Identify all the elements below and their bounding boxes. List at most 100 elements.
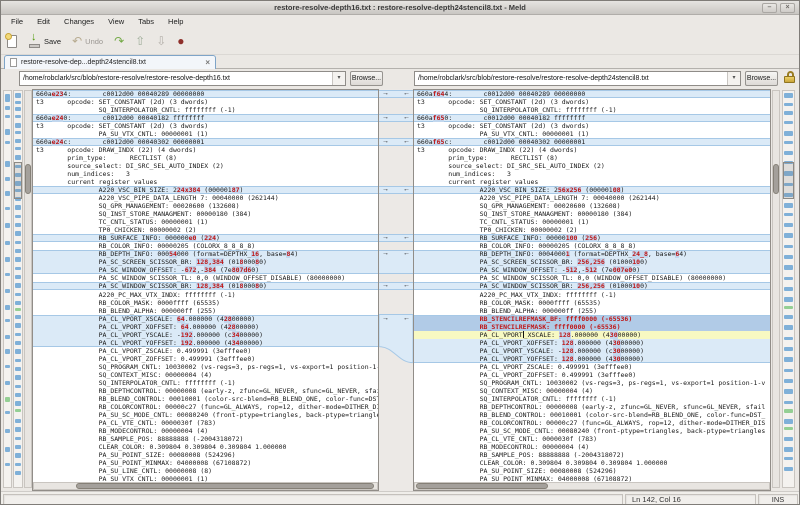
title-bar[interactable]: restore-resolve-depth16.txt : restore-re… xyxy=(1,1,799,15)
change-mark xyxy=(15,419,21,423)
diff-line: PA_SC_WINDOW_SCISSOR_TL: 0,0 (WINDOW_OFF… xyxy=(36,274,346,283)
push-right-arrow[interactable]: → xyxy=(382,186,389,194)
right-file-path-input[interactable]: /home/robclark/src/blob/restore-resolve/… xyxy=(414,71,741,86)
chevron-down-icon[interactable]: ▾ xyxy=(332,72,345,85)
push-right-arrow[interactable]: → xyxy=(382,250,389,258)
save-label: Save xyxy=(44,36,62,46)
push-left-arrow[interactable]: ← xyxy=(403,138,410,146)
right-vertical-scrollbar[interactable] xyxy=(772,90,780,488)
change-mark xyxy=(5,94,10,102)
save-button[interactable]: ↓Save xyxy=(28,30,61,52)
diff-line: 660af65c: c0012d00 00040302 00000001 xyxy=(414,138,770,147)
change-mark xyxy=(15,453,21,458)
diff-line: source_select: DI_SRC_SEL_AUTO_INDEX (2) xyxy=(417,162,605,171)
change-mark xyxy=(784,111,793,115)
insert-mark xyxy=(15,409,21,412)
insert-mark xyxy=(784,409,793,413)
push-left-arrow[interactable]: ← xyxy=(403,186,410,194)
undo-button[interactable]: ↶Undo xyxy=(72,30,103,52)
viewport-indicator[interactable] xyxy=(14,162,22,199)
change-mark xyxy=(15,375,21,380)
right-hscroll-thumb[interactable] xyxy=(416,483,548,489)
diff-line: RB_COLOR_MASK: 0000ffff (65535) xyxy=(36,298,220,307)
change-mark xyxy=(5,241,10,245)
left-browse-button[interactable]: Browse... xyxy=(350,71,383,86)
diff-line: t3 opcode: SET_CONSTANT (2d) (3 dwords) xyxy=(36,122,209,131)
push-left-arrow[interactable]: ← xyxy=(403,234,410,242)
left-horizontal-scrollbar[interactable] xyxy=(33,482,378,490)
change-mark xyxy=(5,177,10,181)
diff-line: SQ_PROGRAM_CNTL: 10030002 (vs-regs=3, ps… xyxy=(36,362,378,371)
chevron-down-icon[interactable]: ▾ xyxy=(727,72,740,85)
prev-change-button[interactable]: ⇧ xyxy=(135,30,145,52)
change-mark xyxy=(15,427,21,432)
left-vscroll-thumb[interactable] xyxy=(25,164,31,194)
left-diff-map[interactable] xyxy=(13,90,23,488)
arrow-up-icon: ⇧ xyxy=(135,34,146,48)
viewport-indicator[interactable] xyxy=(783,162,794,199)
change-mark xyxy=(15,315,21,319)
new-button[interactable] xyxy=(5,30,17,52)
push-right-arrow[interactable]: → xyxy=(382,314,389,322)
push-left-arrow[interactable]: ← xyxy=(403,250,410,258)
left-file-path-input[interactable]: /home/robclark/src/blob/restore-resolve/… xyxy=(19,71,346,86)
undo-label: Undo xyxy=(85,36,104,46)
change-mark xyxy=(784,277,793,280)
tab-close-icon[interactable]: × xyxy=(205,58,210,67)
diff-line: PA_CL_VPORT_XOFFSET: 128.000000 (4300000… xyxy=(414,338,770,347)
change-mark xyxy=(5,381,10,385)
change-mark xyxy=(784,347,793,351)
status-bar: Ln 142, Col 16 INS xyxy=(1,491,799,504)
change-mark xyxy=(5,447,10,452)
left-vertical-scrollbar[interactable] xyxy=(24,90,32,488)
redo-button[interactable]: ↷ xyxy=(114,30,124,52)
change-mark xyxy=(15,101,21,104)
change-mark xyxy=(5,289,10,293)
minimize-button[interactable]: – xyxy=(762,3,777,13)
text-cursor xyxy=(522,330,524,338)
right-diff-map[interactable] xyxy=(782,90,795,488)
change-mark xyxy=(15,249,21,253)
diff-line: RB_MODECONTROL: 00000004 (4) xyxy=(36,426,209,435)
diff-line: prim_type: RECTLIST (8) xyxy=(417,154,558,163)
change-mark xyxy=(784,447,793,452)
push-right-arrow[interactable]: → xyxy=(382,114,389,122)
menu-item-tabs[interactable]: Tabs xyxy=(138,17,155,26)
change-mark xyxy=(784,203,793,208)
diff-line: RB_COLORCONTROL: 00000c27 (func=GL_ALWAY… xyxy=(36,402,378,411)
right-browse-button[interactable]: Browse... xyxy=(745,71,778,86)
push-right-arrow[interactable]: → xyxy=(382,90,389,97)
push-right-arrow[interactable]: → xyxy=(382,282,389,290)
diff-line: PA_CL_VPORT_YSCALE: -128.000000 (c300000… xyxy=(414,346,770,355)
push-right-arrow[interactable]: → xyxy=(382,138,389,146)
push-left-arrow[interactable]: ← xyxy=(403,282,410,290)
change-mark xyxy=(5,257,10,262)
right-vscroll-thumb[interactable] xyxy=(773,164,779,194)
change-mark xyxy=(5,129,10,135)
stop-button[interactable]: ● xyxy=(177,30,184,52)
tab-restore-resolve[interactable]: restore-resolve-dep...depth24stencil8.tx… xyxy=(4,55,216,69)
push-left-arrow[interactable]: ← xyxy=(403,90,410,97)
arrow-down-icon: ⇩ xyxy=(156,34,167,48)
push-right-arrow[interactable]: → xyxy=(382,234,389,242)
close-button[interactable]: × xyxy=(780,3,795,13)
insert-mark xyxy=(5,397,10,402)
menu-item-file[interactable]: File xyxy=(11,17,24,26)
change-mark xyxy=(15,173,21,177)
change-mark xyxy=(15,215,21,218)
right-horizontal-scrollbar[interactable] xyxy=(414,482,770,490)
menu-item-help[interactable]: Help xyxy=(168,17,184,26)
push-left-arrow[interactable]: ← xyxy=(403,114,410,122)
menu-item-edit[interactable]: Edit xyxy=(37,17,51,26)
next-change-button[interactable]: ⇩ xyxy=(156,30,166,52)
push-left-arrow[interactable]: ← xyxy=(403,314,410,322)
left-overview-map[interactable] xyxy=(3,90,12,488)
left-hscroll-thumb[interactable] xyxy=(76,483,374,489)
diff-line: 660af644: c0012d00 00040289 00000000 xyxy=(414,90,770,99)
menu-item-view[interactable]: View xyxy=(108,17,125,26)
menu-item-changes[interactable]: Changes xyxy=(64,17,95,26)
change-mark xyxy=(15,341,21,345)
diff-line: PA_SC_WINDOW_SCISSOR_BR: 256,256 (010001… xyxy=(414,282,770,291)
